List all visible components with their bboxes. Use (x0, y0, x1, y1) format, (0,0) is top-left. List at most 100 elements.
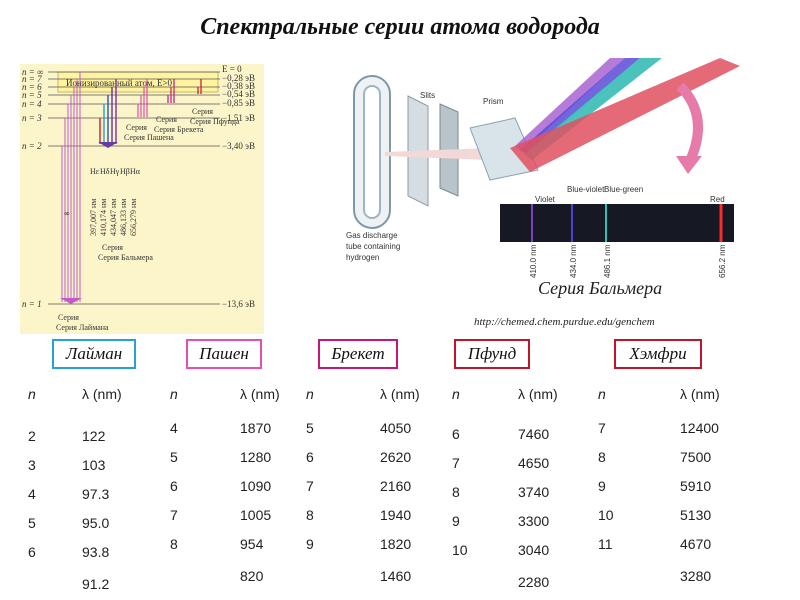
table-cell-n: 7 (170, 507, 178, 523)
table-cell-lambda: 103 (82, 457, 106, 473)
table-cell-lambda: 93.8 (82, 544, 110, 560)
brackett-arrows (167, 79, 175, 103)
n-labels: n = ∞ n = 7 n = 6 n = 5 n = 4 n = 3 n = … (22, 67, 44, 309)
lyman-arrowheads (60, 298, 82, 304)
h-epsilon: Hα (130, 167, 141, 176)
table-cell-lambda: 1090 (240, 478, 272, 494)
energy-label: −3,40 эВ (222, 141, 255, 151)
paschen-arrows (137, 79, 148, 117)
n-label: n = 4 (22, 99, 42, 109)
series-box-pfund: Пфунд (454, 339, 530, 369)
brackett-label: Серия Брекета (154, 125, 204, 134)
series-box-humphreys: Хэмфри (614, 339, 702, 369)
slits-label: Slits (420, 91, 435, 100)
table-header-lambda: λ (nm) (240, 386, 280, 402)
table-header-lambda: λ (nm) (518, 386, 558, 402)
table-cell-lambda: 4650 (518, 455, 550, 471)
table-cell-lambda: 1940 (380, 507, 412, 523)
line-label: 486.1 nm (603, 244, 612, 278)
table-cell-n: 8 (170, 536, 178, 552)
energy-label: −0,85 эВ (222, 98, 255, 108)
table-cell-n: 4 (28, 486, 36, 502)
table-header-n: n (28, 386, 36, 402)
series-box-lyman: Лайман (52, 339, 136, 369)
balmer-label-line1: Серия (102, 243, 123, 252)
energy-labels: E = 0 −0,28 эВ −0,38 эВ −0,54 эВ −0,85 э… (222, 64, 255, 309)
table-cell-n: 9 (452, 513, 460, 529)
energy-label: −0,54 эВ (222, 89, 255, 99)
table-header-lambda: λ (nm) (680, 386, 720, 402)
table-cell-lambda: 5130 (680, 507, 712, 523)
color-blue-green: Blue-green (604, 185, 643, 194)
energy-level-diagram: Ионизированный атом, E>0 n = ∞ n = 7 n =… (20, 64, 264, 334)
wl-label: 397,007 нм (89, 199, 98, 236)
table-header-lambda: λ (nm) (82, 386, 122, 402)
lyman-label-line1: Серия (58, 313, 79, 322)
table-cell-lambda: 12400 (680, 420, 719, 436)
balmer-label: Серия Бальмера (98, 253, 153, 262)
table-cell-lambda: 1870 (240, 420, 272, 436)
paschen-label-line1: Серия (126, 123, 147, 132)
table-cell-n: 5 (170, 449, 178, 465)
prism-label: Prism (483, 97, 504, 106)
table-cell-lambda: 4050 (380, 420, 412, 436)
curved-arrow (676, 82, 703, 164)
series-box-paschen: Пашен (186, 339, 262, 369)
table-cell-n: 5 (28, 515, 36, 531)
line-label: 656.2 nm (718, 244, 727, 278)
n-label: n = 6 (22, 82, 42, 92)
balmer-arrows (99, 79, 117, 144)
energy-label: −0,38 эВ (222, 81, 255, 91)
ionized-label: Ионизированный атом, E>0 (66, 78, 173, 88)
table-cell-lambda: 1005 (240, 507, 272, 523)
table-cell-lambda: 5910 (680, 478, 712, 494)
table-cell-lambda: 7460 (518, 426, 550, 442)
prism (469, 117, 539, 181)
h-beta: Hδ (100, 167, 110, 176)
table-cell-n: 3 (28, 457, 36, 473)
table-header-n: n (170, 386, 178, 402)
table-cell-n: 6 (170, 478, 178, 494)
table-cell-n: 5 (306, 420, 314, 436)
tube-label: tube containing (346, 242, 400, 251)
table-cell-lambda: 954 (240, 536, 264, 552)
energy-label: E = 0 (222, 64, 242, 74)
table-cell-lambda: 1460 (380, 568, 412, 584)
table-cell-lambda: 4670 (680, 536, 712, 552)
h-delta: Hβ (120, 167, 130, 176)
balmer-wavelengths: 397,007 нм 410,174 нм 434,047 нм 486,133… (89, 199, 138, 236)
n-label: n = ∞ (22, 67, 44, 77)
table-cell-lambda: 95.0 (82, 515, 110, 531)
pfund-label: Серия Пфунда (190, 117, 240, 126)
table-cell-n: 7 (452, 455, 460, 471)
table-cell-lambda: 3280 (680, 568, 712, 584)
infinity-mark: ∞ (64, 209, 70, 218)
table-cell-lambda: 3040 (518, 542, 550, 558)
series-box-brackett: Брекет (318, 339, 398, 369)
table-cell-n: 8 (598, 449, 606, 465)
color-red: Red (710, 195, 725, 204)
page-title: Спектральные серии атома водорода (200, 14, 600, 40)
table-cell-n: 6 (452, 426, 460, 442)
wl-label: 656,279 нм (129, 199, 138, 236)
color-violet: Violet (535, 195, 556, 204)
spectroscope-svg: Slits Prism Gas discharge tube containin… (346, 58, 740, 278)
table-cell-lambda: 2160 (380, 478, 412, 494)
h-gamma: Hγ (110, 167, 120, 176)
table-cell-n: 2 (28, 428, 36, 444)
wl-label: 434,047 нм (109, 199, 118, 236)
energy-level-svg: Ионизированный атом, E>0 n = ∞ n = 7 n =… (22, 64, 255, 332)
spectroscope-figure: Slits Prism Gas discharge tube containin… (340, 56, 740, 286)
table-cell-n: 6 (306, 449, 314, 465)
spectrum-strip (500, 204, 734, 242)
light-beam (385, 148, 490, 160)
paschen-label: Серия Пашена (124, 133, 174, 142)
wl-label: 410,174 нм (99, 199, 108, 236)
table-cell-n: 8 (306, 507, 314, 523)
pfund-label-line1: Серия (192, 107, 213, 116)
table-cell-lambda: 122 (82, 428, 106, 444)
table-cell-lambda: 820 (240, 568, 264, 584)
table-cell-n: 9 (598, 478, 606, 494)
tube-label: hydrogen (346, 253, 379, 262)
table-cell-n: 10 (452, 542, 468, 558)
